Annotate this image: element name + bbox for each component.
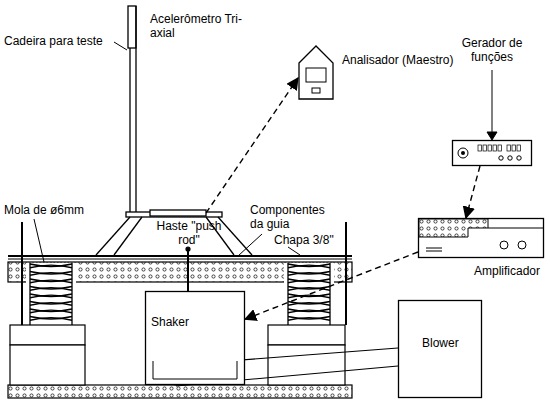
node-label: Gerador de funções	[448, 36, 536, 64]
part-label: Componentes da guia	[250, 203, 334, 231]
amplifier-box-shape	[418, 218, 544, 258]
accelerometer-plate: Acelerômetro Tri-axial	[150, 210, 206, 216]
spring-coil	[30, 295, 72, 298]
spring-coil	[288, 303, 330, 306]
spring-coil	[30, 273, 72, 276]
function-generator: Gerador de funções	[452, 140, 532, 166]
signal-arrow	[245, 252, 418, 319]
guide-structure	[8, 222, 352, 398]
function-generator-shape	[452, 140, 532, 166]
node-label: Acelerômetro Tri-axial	[150, 12, 250, 40]
shaker-box-shape	[145, 291, 245, 385]
chair	[96, 6, 252, 255]
spring-coil	[288, 310, 330, 313]
part-label: Haste "push rod"	[156, 219, 222, 247]
leader-lines	[34, 42, 497, 262]
spring-coil	[288, 280, 330, 283]
part-label: Mola de ø6mm	[4, 203, 84, 217]
blower-box: Blower	[398, 300, 482, 398]
signal-arrow	[466, 166, 480, 218]
part-label: Chapa 3/8"	[274, 233, 334, 247]
spring-coil	[30, 303, 72, 306]
spring-coil	[288, 295, 330, 298]
analyzer-device-shape	[298, 45, 334, 100]
spring-coil	[30, 310, 72, 313]
node-label: Amplificador	[474, 264, 540, 278]
analyzer-device: Analisador (Maestro)	[298, 45, 334, 100]
spring-coil	[30, 265, 72, 268]
spring-coil	[30, 318, 72, 321]
spring-coil	[288, 273, 330, 276]
accelerometer-plate-shape	[150, 210, 206, 216]
node-label: Blower	[422, 336, 459, 350]
node-label: Shaker	[151, 315, 189, 329]
spring-coil	[30, 288, 72, 291]
spring-coil	[288, 318, 330, 321]
amplifier-box: Amplificador	[418, 218, 544, 258]
signal-arrow	[206, 78, 298, 213]
part-label: Cadeira para teste	[4, 34, 103, 48]
node-label: Analisador (Maestro)	[342, 53, 453, 67]
spring-coil	[30, 280, 72, 283]
spring-coil	[288, 265, 330, 268]
shaker-box: Shaker	[145, 291, 245, 385]
